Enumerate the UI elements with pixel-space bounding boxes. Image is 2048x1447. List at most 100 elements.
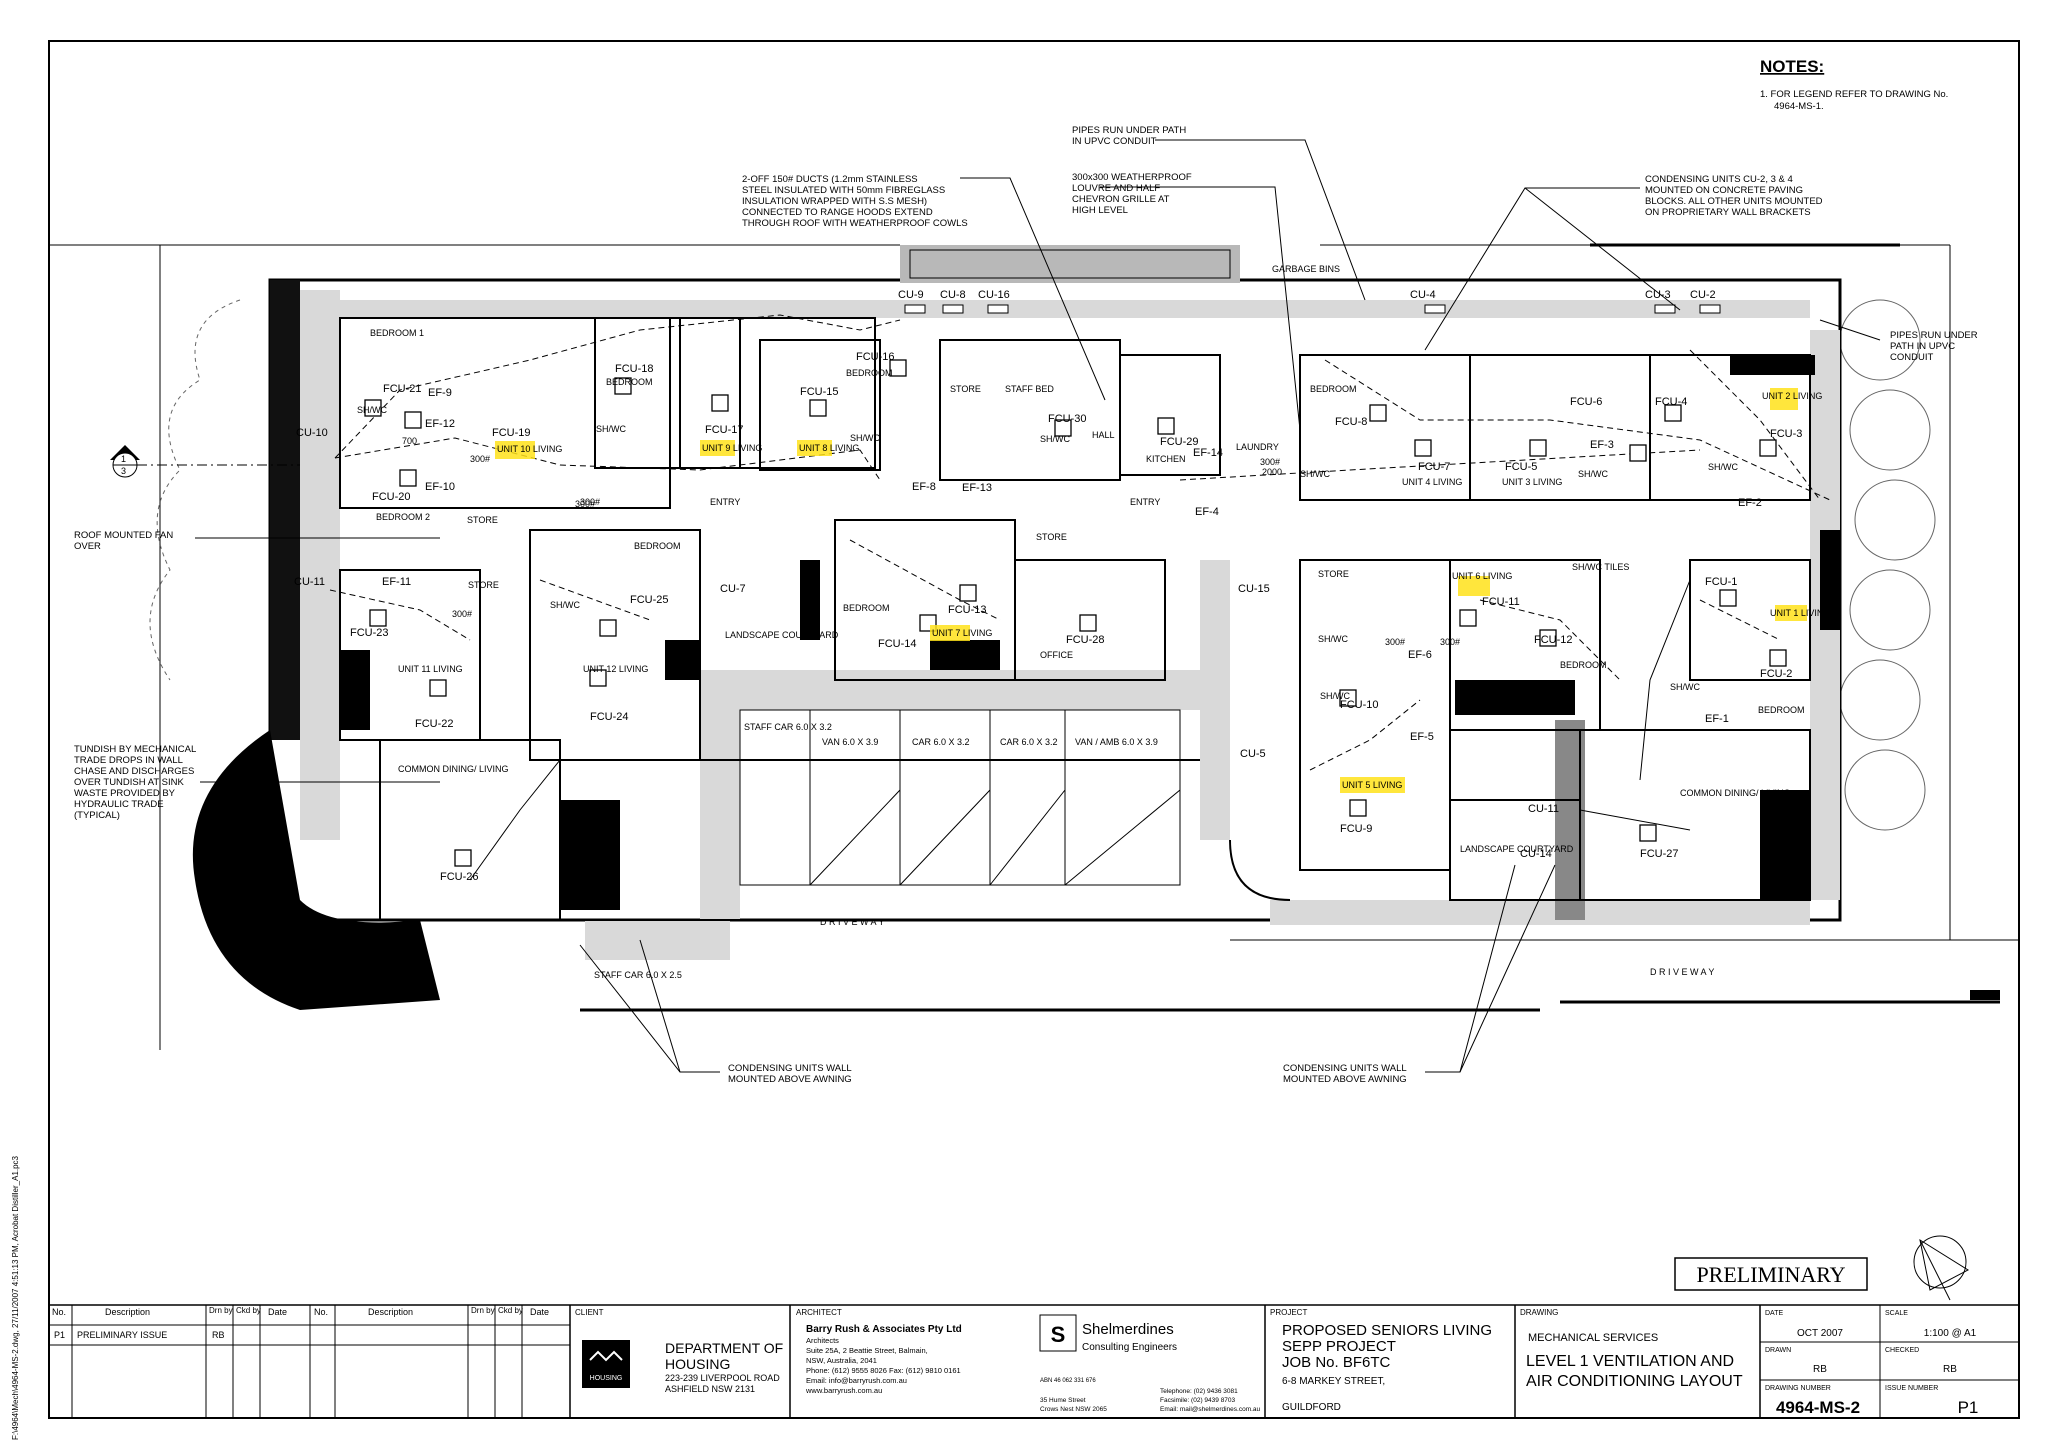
architect-line: Architects — [806, 1336, 839, 1345]
notes-block: NOTES: 1. FOR LEGEND REFER TO DRAWING No… — [1760, 57, 1948, 112]
room-label: BEDROOM — [634, 541, 681, 551]
section-marker: 1 3 — [110, 445, 300, 478]
fcu-label: FCU-21 — [383, 383, 422, 395]
callout-tundish: TUNDISH BY MECHANICAL TRADE DROPS IN WAL… — [74, 744, 196, 821]
driveway-label-group: D R I V E W A Y D R I V E W A Y — [820, 917, 1714, 977]
callout-condensing-left: CONDENSING UNITS WALL MOUNTED ABOVE AWNI… — [728, 1063, 852, 1085]
room-label: LANDSCAPE COURTYARD — [1460, 844, 1574, 854]
architect-line: Email: info@barryrush.com.au — [806, 1376, 907, 1385]
project-address: 6-8 MARKEY STREET, — [1282, 1376, 1385, 1387]
room-label: HALL — [1092, 430, 1115, 440]
drawn-label: DRAWN — [1765, 1347, 1791, 1354]
parking-label-group: STAFF CAR 6.0 X 3.2 VAN 6.0 X 3.9 CAR 6.… — [594, 722, 1158, 980]
fcu-label: FCU-4 — [1655, 396, 1687, 408]
room-label: SH/WC — [550, 600, 580, 610]
room-label: GARBAGE BINS — [1272, 264, 1340, 274]
duct-size-group: 300# 300# 300# 300# 300# 300# 300# 700 2… — [402, 436, 1460, 647]
room-label: COMMON DINING/ LIVING — [398, 764, 509, 774]
room-label: SH/WC — [1320, 691, 1350, 701]
issue-number-value: P1 — [1958, 1398, 1979, 1417]
callout-line: TRADE DROPS IN WALL — [74, 755, 183, 766]
file-path: F:\4964\Mech\4964-MS-2.dwg, 27/11/2007 4… — [11, 1155, 20, 1440]
duct-size: 300# — [1260, 457, 1280, 467]
ef-label: EF-8 — [912, 481, 936, 493]
fcu-label-group: FCU-21 FCU-19 FCU-20 FCU-18 FCU-17 FCU-1… — [350, 351, 1802, 883]
room-label: BEDROOM 1 — [370, 328, 424, 338]
callout-line: THROUGH ROOF WITH WEATHERPROOF COWLS — [742, 218, 968, 229]
unit-label: UNIT 11 LIVING — [398, 664, 463, 674]
callout-line: CONDENSING UNITS CU-2, 3 & 4 — [1645, 174, 1793, 185]
callout-line: CHEVRON GRILLE AT — [1072, 194, 1170, 205]
cu-label-group: CU-9 CU-8 CU-16 CU-4 CU-3 CU-2 CU-10 CU-… — [294, 289, 1716, 860]
cu-label: CU-14 — [1520, 848, 1552, 860]
ef-label: EF-2 — [1738, 497, 1762, 509]
callout-condensing-mounted: CONDENSING UNITS CU-2, 3 & 4 MOUNTED ON … — [1645, 174, 1823, 218]
unit-label-group: UNIT 10 LIVING UNIT 9 LIVING UNIT 8 LIVI… — [398, 391, 1830, 790]
ef-label: EF-10 — [425, 481, 455, 493]
rev-header: Ckd by — [498, 1306, 523, 1315]
engineer-contact: Telephone: (02) 9436 3081 — [1160, 1388, 1238, 1395]
cu-label: CU-9 — [898, 289, 924, 301]
logo-glyph: S — [1051, 1322, 1066, 1347]
fcu-label: FCU-23 — [350, 627, 389, 639]
room-label: BEDROOM — [843, 603, 890, 613]
fan-coil-units — [364, 359, 1787, 867]
client-name: HOUSING — [665, 1356, 730, 1372]
callout-line: CHASE AND DISCHARGES — [74, 766, 194, 777]
fcu-label: FCU-1 — [1705, 576, 1737, 588]
duct-size: 300# — [1385, 637, 1405, 647]
ef-label: EF-13 — [962, 482, 992, 494]
driveway-label: D R I V E W A Y — [820, 917, 884, 927]
fcu-label: FCU-9 — [1340, 823, 1372, 835]
room-label: BEDROOM — [846, 368, 893, 378]
architect-name: Barry Rush & Associates Pty Ltd — [806, 1324, 962, 1335]
callout-pipes-right: PIPES RUN UNDER PATH IN UPVC CONDUIT — [1890, 330, 1978, 363]
rev-header: Drn by — [209, 1306, 233, 1315]
ef-label: EF-1 — [1705, 713, 1729, 725]
duct-size: 300# — [580, 497, 600, 507]
sheet-border — [48, 40, 2020, 1419]
room-label: LAUNDRY — [1236, 442, 1279, 452]
callout-line: TUNDISH BY MECHANICAL — [74, 744, 196, 755]
drawing-discipline: MECHANICAL SERVICES — [1528, 1332, 1658, 1344]
fcu-label: FCU-24 — [590, 711, 629, 723]
rev-header: Ckd by — [236, 1306, 261, 1315]
parking-label: VAN / AMB 6.0 X 3.9 — [1075, 737, 1158, 747]
unit-label: UNIT 10 LIVING — [497, 444, 562, 454]
architect-line: Suite 25A, 2 Beattie Street, Balmain, — [806, 1346, 928, 1355]
callout-line: 300x300 WEATHERPROOF — [1072, 172, 1192, 183]
notes-item: 4964-MS-1. — [1774, 101, 1824, 112]
unit-highlights — [495, 388, 1807, 793]
callout-line: INSULATION WRAPPED WITH S.S MESH) — [742, 196, 927, 207]
project-block: PROJECT PROPOSED SENIORS LIVING SEPP PRO… — [1270, 1308, 1492, 1413]
room-label: SH/WC — [850, 433, 880, 443]
room-label: SH/WC — [357, 405, 387, 415]
callout-line: LOUVRE AND HALF — [1072, 183, 1160, 194]
room-label: SH/WC — [1670, 682, 1700, 692]
callout-louvre: 300x300 WEATHERPROOF LOUVRE AND HALF CHE… — [1072, 172, 1192, 216]
room-label: SH/WC TILES — [1572, 562, 1629, 572]
callout-line: MOUNTED ON CONCRETE PAVING — [1645, 185, 1803, 196]
callout-line: HYDRAULIC TRADE — [74, 799, 164, 810]
room-label: BEDROOM — [606, 377, 653, 387]
title-block: No. Description Drn by Ckd by Date No. D… — [49, 1304, 2019, 1418]
section-top: 1 — [121, 454, 126, 464]
unit-label: UNIT 9 LIVING — [702, 443, 762, 453]
cu-label: CU-4 — [1410, 289, 1436, 301]
room-label: LANDSCAPE COURTYARD — [725, 630, 839, 640]
room-label: OFFICE — [1040, 650, 1073, 660]
fcu-label: FCU-19 — [492, 427, 531, 439]
unit-label: UNIT 4 LIVING — [1402, 477, 1462, 487]
fcu-label: FCU-7 — [1418, 461, 1450, 473]
client-block: CLIENT HOUSING DEPARTMENT OF HOUSING 223… — [575, 1308, 783, 1394]
project-line: SEPP PROJECT — [1282, 1338, 1396, 1355]
fcu-label: FCU-2 — [1760, 668, 1792, 680]
ef-label-group: EF-9 EF-12 EF-10 EF-8 EF-13 EF-14 EF-4 E… — [382, 387, 1762, 743]
condensing-units-top — [904, 304, 1721, 314]
fcu-label: FCU-28 — [1066, 634, 1105, 646]
callout-line: OVER — [74, 541, 101, 552]
cu-label: CU-10 — [296, 427, 328, 439]
fcu-label: FCU-3 — [1770, 428, 1802, 440]
notes-title: NOTES: — [1760, 57, 1824, 76]
building-outline — [192, 245, 1842, 1010]
